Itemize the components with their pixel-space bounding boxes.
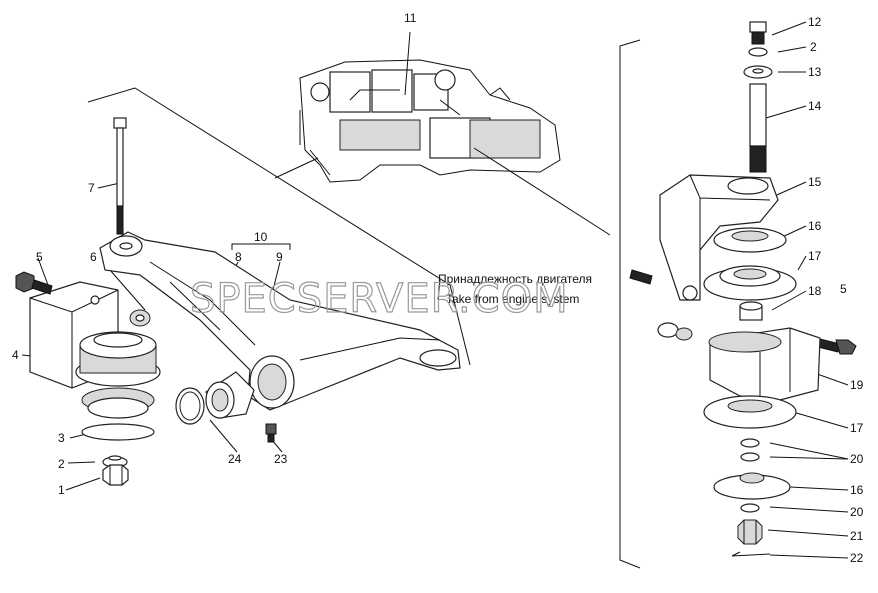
support-arm	[99, 231, 461, 411]
label-17-upper: 17	[808, 249, 822, 263]
washer-20-c	[740, 503, 760, 513]
washer-2-right	[748, 47, 768, 57]
label-20-lower: 20	[850, 505, 864, 519]
label-20-upper: 20	[850, 452, 864, 466]
snap-ring-24	[175, 387, 205, 425]
washer-20-b	[740, 452, 760, 462]
label-23: 23	[274, 452, 288, 466]
rubber-cushion-lower	[81, 387, 155, 419]
cushion-16-lower	[713, 472, 791, 500]
label-13: 13	[808, 65, 822, 79]
label-15: 15	[808, 175, 822, 189]
stud-14	[749, 83, 767, 173]
label-1: 1	[58, 483, 65, 497]
label-24: 24	[228, 452, 242, 466]
bolt-12	[749, 21, 767, 45]
label-9: 9	[276, 250, 283, 264]
caption-english: Take from engine system	[446, 292, 579, 306]
label-12: 12	[808, 15, 822, 29]
label-21: 21	[850, 529, 864, 543]
label-18: 18	[808, 284, 822, 298]
label-5-right: 5	[840, 282, 847, 296]
spacer-18	[739, 301, 763, 321]
label-5-left: 5	[36, 250, 43, 264]
label-14: 14	[808, 99, 822, 113]
label-8: 8	[235, 250, 242, 264]
cushion-17-upper	[703, 265, 797, 301]
bolt-5-left	[15, 271, 53, 295]
label-2-right: 2	[810, 40, 817, 54]
label-11: 11	[404, 11, 417, 25]
label-19: 19	[850, 378, 864, 392]
label-17-lower: 17	[850, 421, 864, 435]
castle-nut-21	[737, 519, 763, 545]
nut-6	[129, 309, 151, 327]
cushion-16-upper	[713, 227, 787, 253]
watermark: SPECSERVER.COM	[190, 276, 569, 322]
label-7: 7	[88, 181, 95, 195]
bolt-centre	[629, 269, 653, 285]
label-22: 22	[850, 551, 864, 565]
cotter-pin-22	[731, 551, 771, 557]
leader-lines	[21, 21, 849, 559]
washer-20-a	[740, 438, 760, 448]
label-16-lower: 16	[850, 483, 864, 497]
caption-russian: Принадлежность двигателя	[438, 272, 592, 286]
washer-3	[81, 423, 155, 441]
bushing-small	[657, 322, 693, 341]
label-16-upper: 16	[808, 219, 822, 233]
bolt-7	[113, 117, 127, 235]
grease-fitting-23	[265, 423, 277, 443]
label-10: 10	[254, 230, 268, 244]
callout-labels: 1 2 3 4 5 6 7 8 9 10 11 12 2 13 14 15 16…	[12, 11, 864, 565]
engine-illustration	[299, 59, 561, 183]
bushing-9	[205, 371, 255, 419]
nut-1	[102, 464, 129, 486]
cushion-17-lower	[703, 395, 797, 429]
bracket-15	[659, 174, 779, 301]
rubber-cushion-upper	[75, 331, 161, 387]
right-panel-border	[619, 39, 641, 569]
label-4: 4	[12, 348, 19, 362]
bracket-19	[708, 327, 821, 401]
label-2: 2	[58, 457, 65, 471]
label-6: 6	[90, 250, 97, 264]
label-3: 3	[58, 431, 65, 445]
